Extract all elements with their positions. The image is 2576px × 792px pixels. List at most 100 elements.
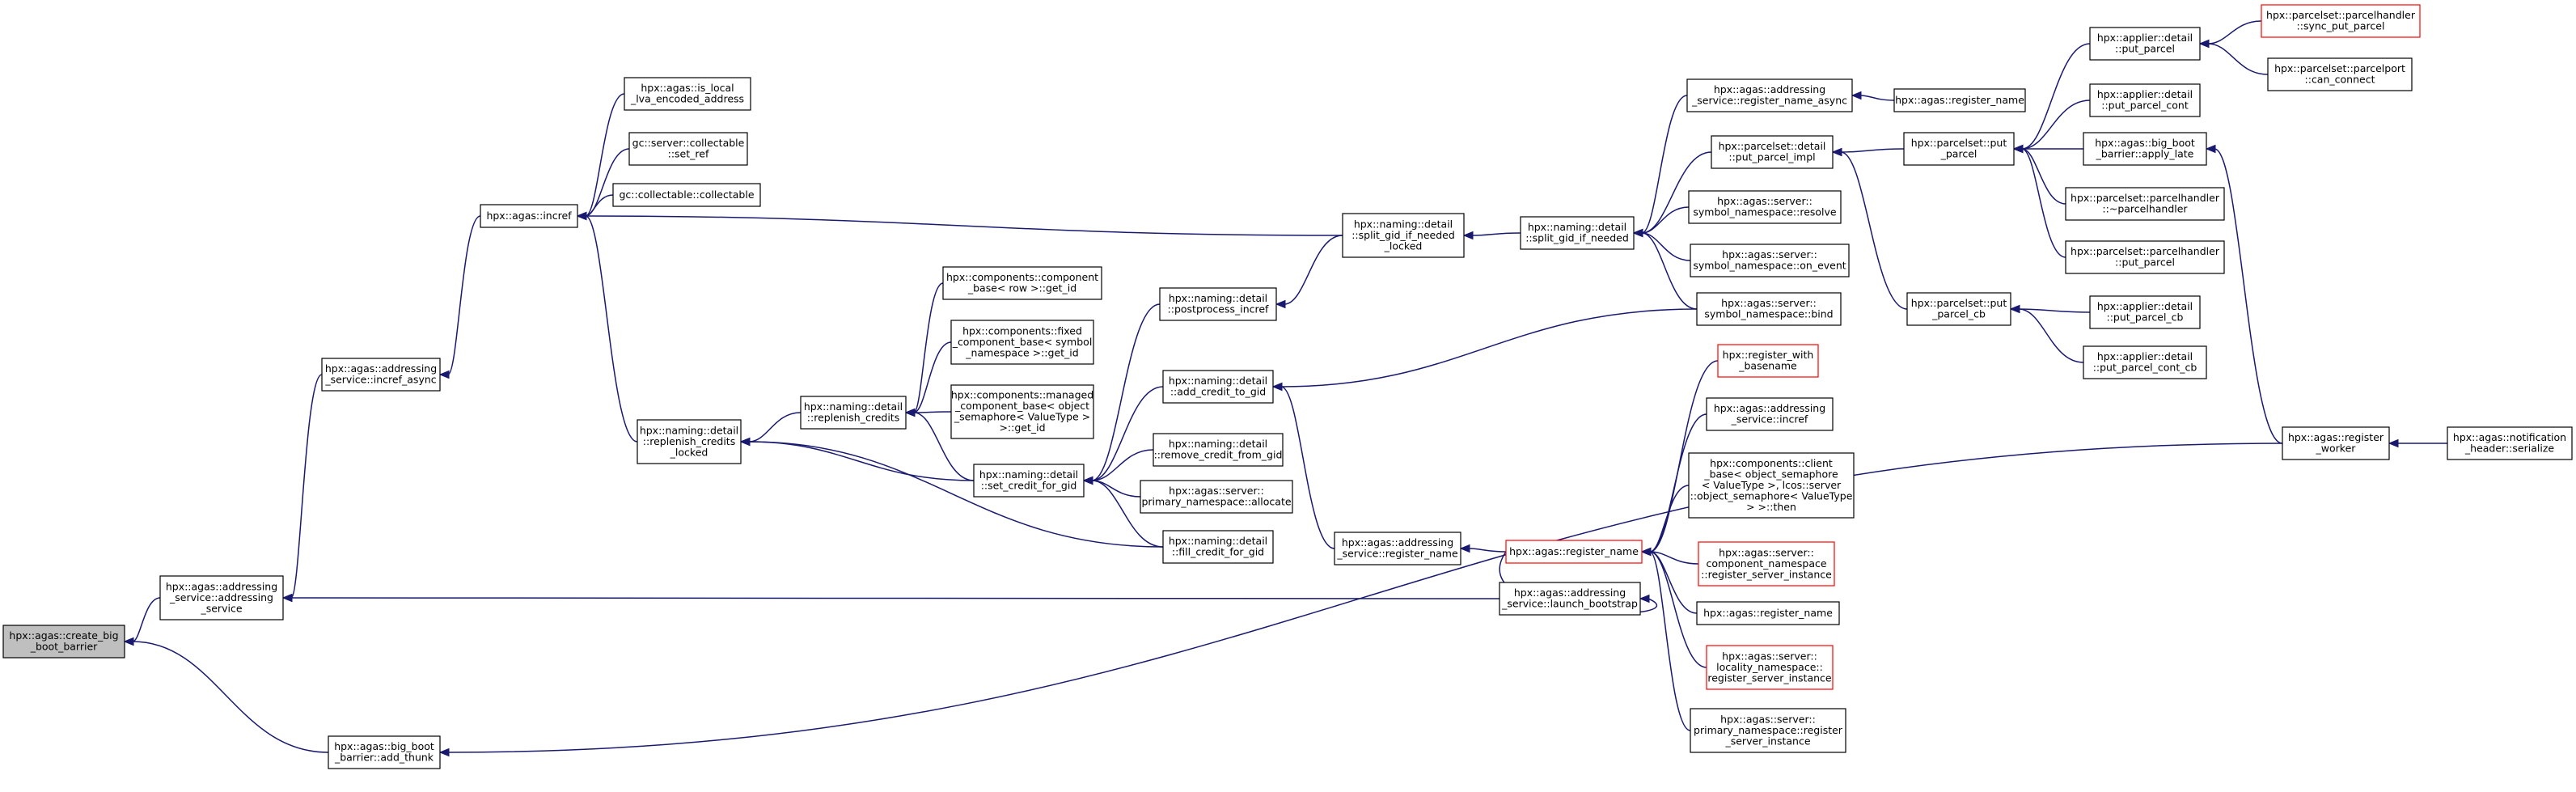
node-label-line: hpx::agas::big_boot [334,740,434,752]
node-label-line: > >::then [1746,501,1796,513]
edge-fixed_comp-to-replenish [913,341,952,413]
node-loc_ns[interactable]: hpx::agas::server::locality_namespace::r… [1706,645,1834,690]
node-box [1717,344,1819,378]
node-split[interactable]: hpx::naming::detail::split_gid_if_needed [1520,216,1635,250]
node-prim_ns[interactable]: hpx::agas::server::primary_namespace::re… [1690,708,1846,753]
node-replenish[interactable]: hpx::naming::detail::replenish_credits [800,396,907,430]
node-box [1903,132,2015,166]
node-label-line: hpx::agas::is_local [641,82,734,94]
node-put_parcel_impl[interactable]: hpx::parcelset::detail::put_parcel_impl [1711,135,1834,169]
node-as_register_name[interactable]: hpx::agas::addressing_service::register_… [1334,532,1461,565]
node-label-line: _base< row >::get_id [967,282,1077,294]
edge-ps_put_parcel-to-put_parcel_impl [1840,148,1905,153]
node-box [973,464,1085,498]
node-box [2261,4,2421,38]
node-incref_async[interactable]: hpx::agas::addressing_service::incref_as… [321,358,441,392]
node-incref[interactable]: hpx::agas::incref [480,204,578,228]
node-label-line: hpx::parcelset::parcelhandler [2071,245,2220,257]
node-notif_serialize[interactable]: hpx::agas::notification_header::serializ… [2447,426,2573,460]
node-set_credit[interactable]: hpx::naming::detail::set_credit_for_gid [973,464,1085,498]
node-label-line: hpx::applier::detail [2097,350,2193,362]
node-is_local[interactable]: hpx::agas::is_local_lva_encoded_address [624,77,751,111]
node-register_name2[interactable]: hpx::agas::register_name [1893,88,2026,112]
node-label-line: _parcel_cb [1931,308,1986,320]
node-replenish_locked[interactable]: hpx::naming::detail::replenish_credits_l… [637,419,742,464]
node-label-line: hpx::agas::big_boot [2095,137,2195,149]
edge-fill_credit-to-set_credit [1091,480,1164,548]
node-comp_ns[interactable]: hpx::agas::server::component_namespace::… [1698,541,1835,587]
node-sym_bind[interactable]: hpx::agas::server::symbol_namespace::bin… [1696,292,1842,326]
node-client_base[interactable]: hpx::components::client_base< object_sem… [1688,452,1855,519]
node-box [1153,433,1284,467]
node-sync_put_parcel[interactable]: hpx::parcelset::parcelhandler::sync_put_… [2261,4,2421,38]
node-label-line: _service::incref [1731,413,1808,426]
node-allocate[interactable]: hpx::agas::server::primary_namespace::al… [1140,480,1293,514]
node-add_thunk[interactable]: hpx::agas::big_boot_barrier::add_thunk [328,735,441,769]
node-fill_credit[interactable]: hpx::naming::detail::fill_credit_for_gid [1162,530,1274,564]
arrowhead-register_worker-to-apply_late [2205,144,2216,154]
node-remove_credit[interactable]: hpx::naming::detail::remove_credit_from_… [1153,433,1284,467]
node-label-line: ::split_gid_if_needed [1351,229,1455,241]
node-sym_resolve[interactable]: hpx::agas::server::symbol_namespace::res… [1688,190,1842,224]
node-app_put_parcel_cont_cb[interactable]: hpx::applier::detail::put_parcel_cont_cb [2083,345,2207,379]
node-label-line: ::can_connect [2305,74,2375,86]
node-label-line: hpx::applier::detail [2097,32,2193,44]
node-label-line: ::put_parcel [2115,256,2175,269]
arrowhead-notif_serialize-to-register_worker [2388,438,2399,448]
node-register_with[interactable]: hpx::register_with_basename [1717,344,1819,378]
node-register_name3[interactable]: hpx::agas::register_name [1696,601,1840,625]
node-ph_dtor[interactable]: hpx::parcelset::parcelhandler::~parcelha… [2065,187,2225,221]
node-label-line: symbol_namespace::resolve [1693,206,1837,218]
node-apply_late[interactable]: hpx::agas::big_boot_barrier::apply_late [2083,132,2207,166]
node-root[interactable]: hpx::agas::create_big_boot_barrier [2,625,125,659]
node-box [942,266,1102,300]
node-postprocess[interactable]: hpx::naming::detail::postprocess_incref [1159,287,1277,321]
node-label-line: gc::server::collectable [632,137,745,149]
arrowhead-app_put_parcel_cont_cb-to-ps_put_parcel_cb [2009,304,2020,314]
node-launch_bootstrap[interactable]: hpx::agas::addressing_service::launch_bo… [1499,582,1641,616]
node-collectable[interactable]: gc::collectable::collectable [612,183,761,207]
node-register_name[interactable]: hpx::agas::register_name [1505,540,1643,564]
node-register_worker[interactable]: hpx::agas::register_worker [2282,426,2390,460]
edge-add_thunk-to-root [132,641,329,753]
node-ph_put_parcel[interactable]: hpx::parcelset::parcelhandler::put_parce… [2065,240,2225,274]
node-box [321,358,441,392]
node-ps_put_parcel_cb[interactable]: hpx::parcelset::put_parcel_cb [1906,292,2011,326]
node-label-line: hpx::agas::server:: [1721,297,1817,309]
edge-can_connect-to-app_put_parcel [2207,43,2269,75]
node-label-line: _service::launch_bootstrap [1501,598,1638,610]
edge-allocate-to-set_credit [1091,480,1141,498]
node-managed_comp[interactable]: hpx::components::managed_component_base<… [950,384,1094,439]
node-box [1688,452,1855,519]
node-label-line: register_server_instance [1707,671,1832,684]
node-split_locked[interactable]: hpx::naming::detail::split_gid_if_needed… [1342,213,1465,258]
node-label-line: >::get_id [999,421,1045,434]
node-rn_async[interactable]: hpx::agas::addressing_service::register_… [1686,78,1853,112]
node-can_connect[interactable]: hpx::parcelset::parcelport::can_connect [2267,57,2413,91]
edge-fill_credit-to-replenish_locked [748,441,1164,548]
node-as_ctor[interactable]: hpx::agas::addressing_service::addressin… [159,575,284,620]
node-app_put_parcel_cont[interactable]: hpx::applier::detail::put_parcel_cont [2089,83,2201,117]
node-ps_put_parcel[interactable]: hpx::parcelset::put_parcel [1903,132,2015,166]
node-sym_on_event[interactable]: hpx::agas::server::symbol_namespace::on_… [1690,244,1850,277]
node-box [1159,287,1277,321]
node-set_ref[interactable]: gc::server::collectable::set_ref [628,132,748,166]
node-app_put_parcel_cb[interactable]: hpx::applier::detail::put_parcel_cb [2089,295,2201,329]
node-box [800,396,907,430]
node-app_put_parcel[interactable]: hpx::applier::detail::put_parcel [2089,27,2201,61]
node-box [1520,216,1635,250]
node-label-line: component_namespace [1706,557,1826,570]
node-as_incref[interactable]: hpx::agas::addressing_service::incref [1706,397,1834,431]
node-label-line: hpx::naming::detail [1169,292,1267,304]
edge-ph_dtor-to-ps_put_parcel [2021,148,2066,205]
edge-sym_on_event-to-split [1641,232,1691,261]
node-comp_row[interactable]: hpx::components::component_base< row >::… [942,266,1102,300]
edge-loc_ns-to-register_name [1649,551,1707,668]
node-box [628,132,748,166]
arrowhead-ps_put_parcel_cb-to-put_parcel_impl [1831,147,1842,157]
node-label-line: ::~parcelhandler [2102,203,2188,215]
node-add_credit[interactable]: hpx::naming::detail::add_credit_to_gid [1162,370,1274,404]
node-box [1706,645,1834,690]
node-fixed_comp[interactable]: hpx::components::fixed_component_base< s… [950,320,1094,365]
